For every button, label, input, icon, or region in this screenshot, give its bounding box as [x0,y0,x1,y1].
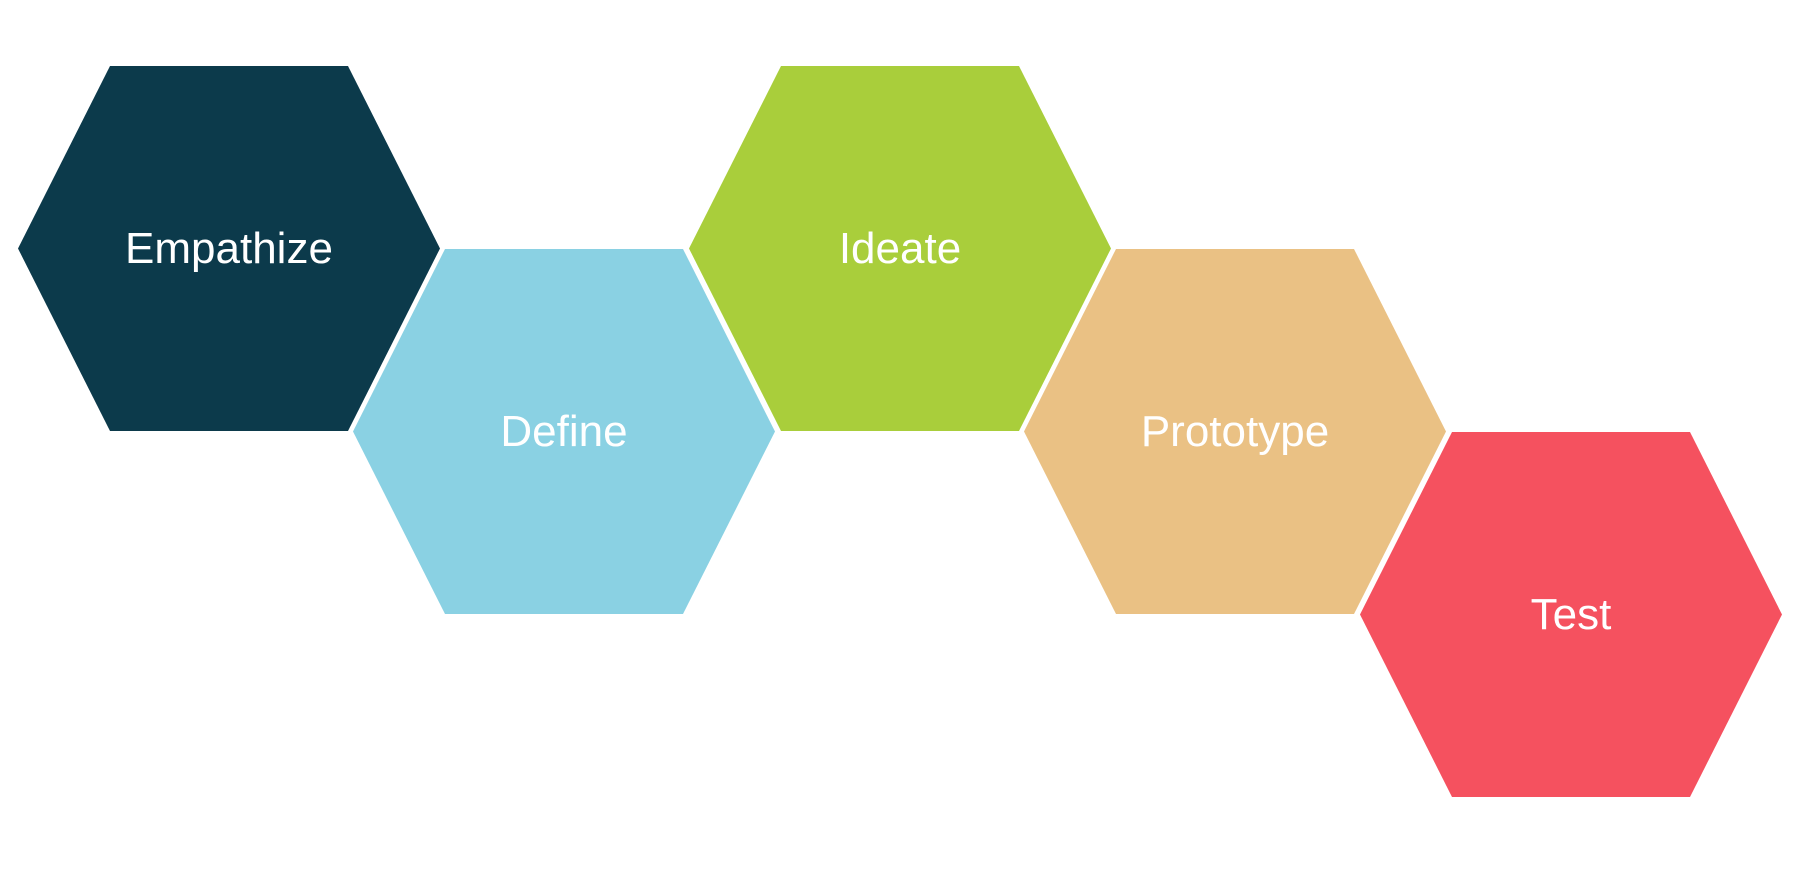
hexagon-empathize-label: Empathize [125,223,333,273]
hexagon-prototype-label: Prototype [1140,406,1330,456]
hexagon-empathize: Empathize [18,66,440,431]
hexagon-define-label: Define [500,406,628,456]
hexagon-prototype: Prototype [1024,249,1446,614]
hexagon-test: Test [1360,432,1782,797]
hexagon-test-label: Test [1530,589,1612,639]
hexagon-define: Define [353,249,775,614]
hexagon-ideate: Ideate [689,66,1111,431]
hexagon-ideate-label: Ideate [838,223,962,273]
